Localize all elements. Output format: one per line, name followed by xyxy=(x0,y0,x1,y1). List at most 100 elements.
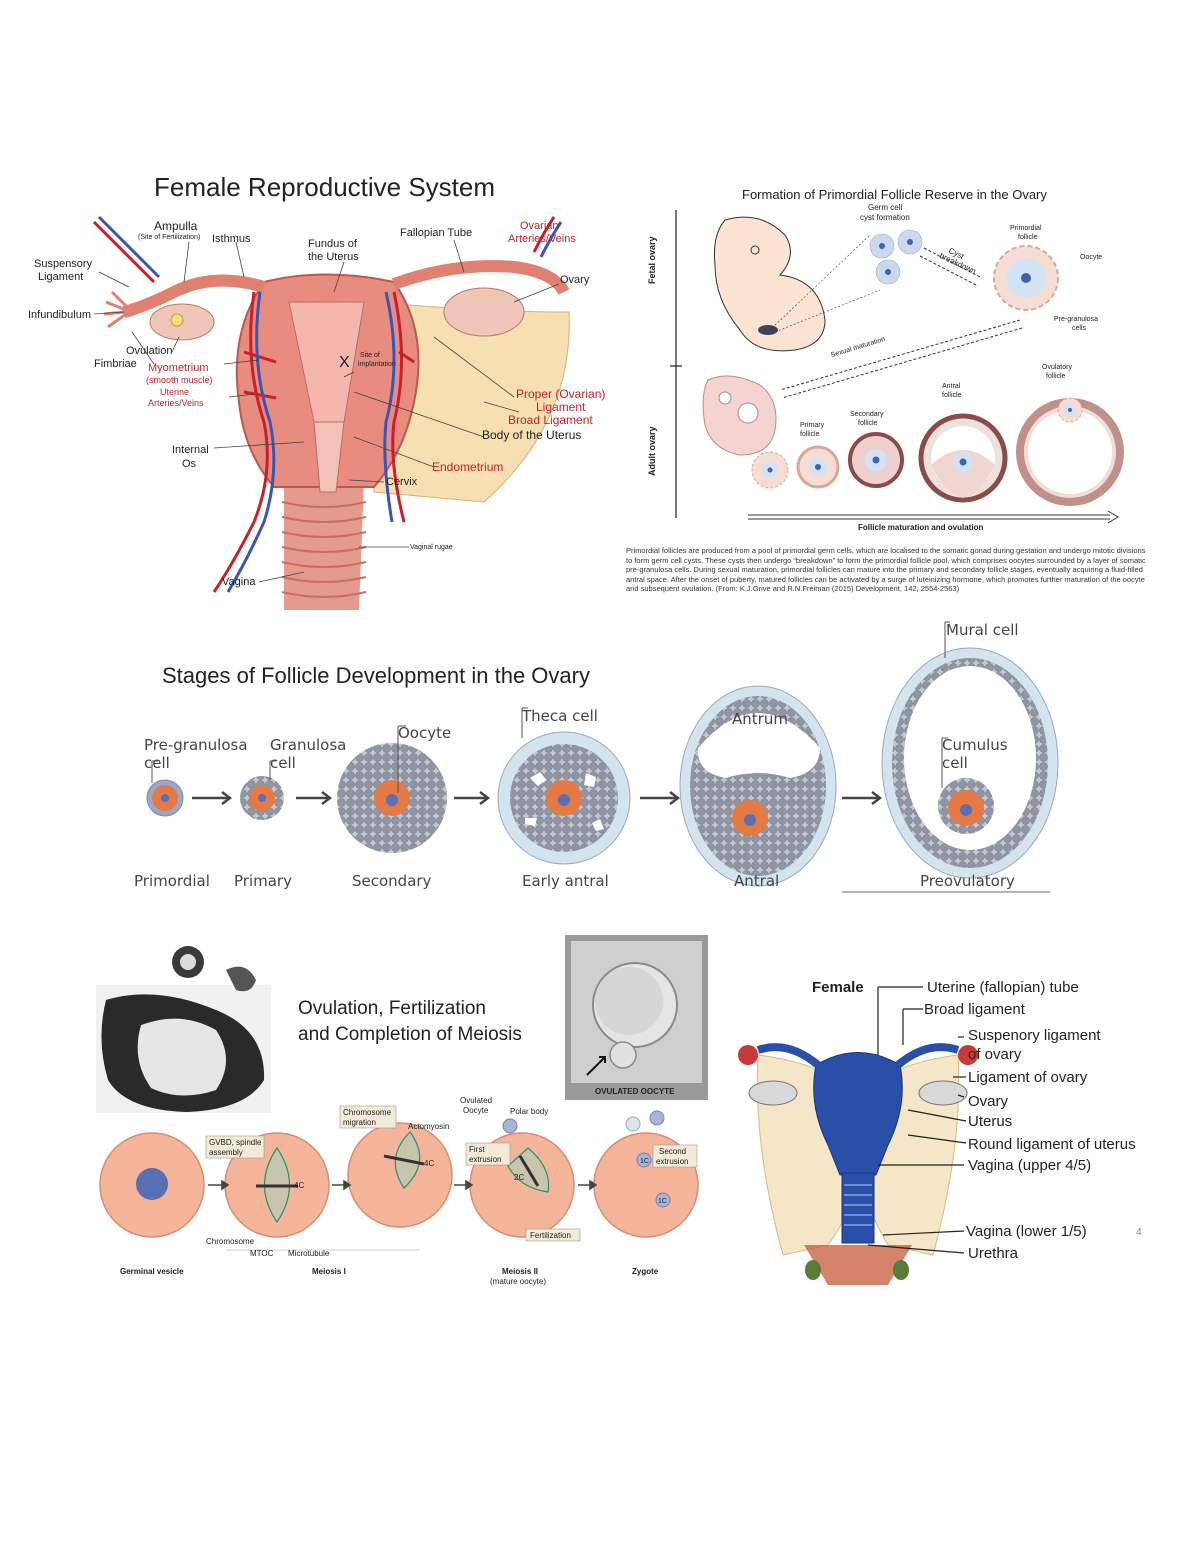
granulosa-callout: Granulosa xyxy=(270,736,347,754)
second-extrusion-label: Second xyxy=(659,1147,687,1156)
ploidy-4c-2: 4C xyxy=(424,1159,435,1168)
secondary-follicle-label-2: follicle xyxy=(858,420,878,427)
ovulation-meiosis-panel: Ovulation, Fertilization and Completion … xyxy=(90,930,715,1290)
zygote-label: Zygote xyxy=(632,1267,659,1276)
meiosis2-label: Meiosis II xyxy=(502,1267,539,1276)
oocyte-callout: Oocyte xyxy=(398,724,452,742)
label-of-ovary: of ovary xyxy=(968,1046,1022,1063)
ovary-label: Ovary xyxy=(560,274,590,286)
chromosome-label: Chromosome xyxy=(206,1237,255,1246)
antral-follicle-label: Antral xyxy=(942,383,961,390)
follicle-stages-diagram xyxy=(146,621,1059,893)
ploidy-4c-1: 4C xyxy=(294,1181,305,1190)
stage-early-antral: Early antral xyxy=(522,872,609,890)
fallopian-label: Fallopian Tube xyxy=(400,227,473,239)
germ-cell-label: Germ cell xyxy=(868,203,903,212)
polar-body-label: Polar body xyxy=(510,1107,549,1116)
ovulation-label: Ovulation xyxy=(126,345,173,357)
panel4-title: Ovulation, Fertilization xyxy=(298,998,486,1019)
fetal-ovary-label: Fetal ovary xyxy=(647,236,657,284)
ovulatory-follicle-label-2: follicle xyxy=(1046,373,1066,380)
internal-os-label: Internal xyxy=(172,444,209,456)
uterine-vessels-label-2: Arteries/Veins xyxy=(148,398,204,408)
label-suspensory-ligament: Suspenory ligament xyxy=(968,1027,1101,1044)
primary-follicle-label: Primary xyxy=(800,422,825,429)
primordial-follicle-panel: Formation of Primordial Follicle Reserve… xyxy=(620,180,1195,620)
panel3-title: Stages of Follicle Development in the Ov… xyxy=(162,663,590,688)
os-label: Os xyxy=(182,458,197,470)
fertilization-label: Fertilization xyxy=(530,1231,571,1240)
stage-antral: Antral xyxy=(734,872,780,890)
actomyosin-label: Actomyosin xyxy=(408,1122,450,1131)
broad-ligament-label: Broad Ligament xyxy=(508,413,593,427)
ovarian-vessels-label: Ovarian xyxy=(520,220,559,232)
ploidy-2c: 2C xyxy=(514,1173,525,1182)
second-extrusion-label-2: extrusion xyxy=(656,1157,689,1166)
gvbd-label: GVBD, spindle xyxy=(209,1138,262,1147)
implantation-label-2: implantation xyxy=(358,361,396,368)
first-extrusion-label: First xyxy=(469,1145,485,1154)
isthmus-label: Isthmus xyxy=(212,233,251,245)
label-vagina-lower: Vagina (lower 1/5) xyxy=(966,1223,1087,1240)
label-ligament-of-ovary: Ligament of ovary xyxy=(968,1069,1088,1086)
antrum-callout: Antrum xyxy=(732,710,788,728)
pregranulosa-callout-2: cell xyxy=(144,754,170,772)
ovarian-vessels-label-2: Arteries/Veins xyxy=(508,233,576,245)
oocyte-micrograph xyxy=(96,946,271,1113)
female-anatomy-illustration xyxy=(738,986,978,1285)
granulosa-callout-2: cell xyxy=(270,754,296,772)
stage-secondary: Secondary xyxy=(352,872,432,890)
mural-callout: Mural cell xyxy=(946,621,1019,639)
myometrium-sub-label: (smooth muscle) xyxy=(146,375,213,385)
cumulus-callout: Cumulus xyxy=(942,736,1008,754)
female-heading: Female xyxy=(812,979,864,996)
maturation-axis-label: Follicle maturation and ovulation xyxy=(858,523,984,532)
panel1-title: Female Reproductive System xyxy=(154,172,496,202)
fundus-label-2: the Uterus xyxy=(308,251,359,263)
cervix-label: Cervix xyxy=(386,476,418,488)
ploidy-1c-1: 1C xyxy=(640,1158,649,1165)
first-extrusion-label-2: extrusion xyxy=(469,1155,502,1164)
stage-primary: Primary xyxy=(234,872,292,890)
meiosis1-label: Meiosis I xyxy=(312,1267,346,1276)
vagina-label: Vagina xyxy=(222,576,256,588)
cumulus-callout-2: cell xyxy=(942,754,968,772)
label-urethra: Urethra xyxy=(968,1245,1019,1262)
follicle-reserve-diagram xyxy=(670,210,1124,524)
photo-caption: OVULATED OOCYTE xyxy=(595,1087,675,1096)
label-ovary: Ovary xyxy=(968,1093,1009,1110)
female-reproductive-system-panel: Female Reproductive System xyxy=(14,162,619,610)
suspensory-label-2: Ligament xyxy=(38,271,84,283)
germinal-vesicle-label: Germinal vesicle xyxy=(120,1267,184,1276)
mtoc-label: MTOC xyxy=(250,1249,274,1258)
antral-follicle-label-2: follicle xyxy=(942,392,962,399)
gvbd-label-2: assembly xyxy=(209,1148,243,1157)
female-anatomy-panel: Female xyxy=(718,945,1198,1295)
primordial-follicle-label-2: follicle xyxy=(1018,234,1038,241)
proper-ligament-label-2: Ligament xyxy=(536,400,586,414)
stage-primordial: Primordial xyxy=(134,872,210,890)
label-broad-ligament: Broad ligament xyxy=(924,1001,1025,1018)
meiosis-diagram xyxy=(99,1105,699,1251)
label-round-ligament: Round ligament of uterus xyxy=(968,1136,1136,1153)
endometrium-label: Endometrium xyxy=(432,460,504,474)
pregranulosa-cells-label-2: cells xyxy=(1072,325,1087,332)
ovulated-oocyte-photo: OVULATED OOCYTE xyxy=(565,935,708,1100)
ovulatory-follicle-label: Ovulatory xyxy=(1042,364,1072,371)
oocyte-label: Oocyte xyxy=(1080,254,1103,261)
primordial-follicle-label: Primordial xyxy=(1010,225,1042,232)
ampulla-label: Ampulla xyxy=(154,219,198,233)
ampulla-sub-label: (Site of Fertilization) xyxy=(138,234,201,241)
svg-text:X: X xyxy=(339,354,350,371)
myometrium-label: Myometrium xyxy=(148,362,209,374)
primary-follicle-label-2: follicle xyxy=(800,431,820,438)
ploidy-1c-2: 1C xyxy=(658,1198,667,1205)
panel2-title: Formation of Primordial Follicle Reserve… xyxy=(742,187,1047,202)
meiosis2-sub-label: (mature oocyte) xyxy=(490,1277,547,1286)
secondary-follicle-label: Secondary xyxy=(850,411,884,418)
uterine-vessels-label: Uterine xyxy=(160,387,190,397)
label-uterus: Uterus xyxy=(968,1113,1013,1130)
panel4-title-2: and Completion of Meiosis xyxy=(298,1024,522,1045)
body-uterus-label: Body of the Uterus xyxy=(482,428,582,442)
adult-ovary-label: Adult ovary xyxy=(647,426,657,476)
